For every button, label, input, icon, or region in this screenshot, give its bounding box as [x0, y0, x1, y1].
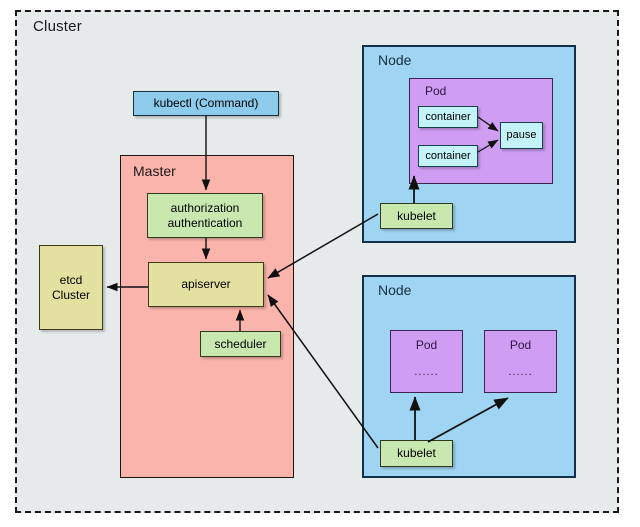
node-2-pod-2: Pod ......: [484, 330, 557, 393]
etcd-label-line-1: etcd: [59, 273, 83, 288]
node-2-label: Node: [378, 282, 412, 298]
node-2-pod-2-label: Pod: [509, 338, 532, 352]
node-1-kubelet: kubelet: [380, 203, 453, 229]
etcd-cluster-box: etcd Cluster: [39, 245, 103, 330]
etcd-label-line-2: Cluster: [51, 287, 90, 302]
node-1-pod-container-1: container: [418, 106, 478, 128]
node-2-pod-1-detail: ......: [414, 366, 439, 379]
authentication-label: authentication: [167, 215, 243, 230]
node-1-pod-container-2: container: [418, 145, 478, 167]
master-label: Master: [133, 163, 176, 179]
scheduler-box: scheduler: [200, 331, 281, 357]
cluster-label: Cluster: [33, 18, 82, 35]
node-1-pod-pause-container: pause: [500, 122, 543, 149]
apiserver-box: apiserver: [148, 262, 264, 307]
node-2-pod-1-label: Pod: [415, 338, 438, 352]
node-2-pod-2-detail: ......: [508, 366, 533, 379]
authorization-authentication-box: authorization authentication: [147, 193, 263, 238]
kubectl-command-box: kubectl (Command): [133, 91, 279, 116]
node-1-pod-label: Pod: [425, 84, 447, 98]
node-1-label: Node: [378, 52, 412, 68]
node-2-pod-1: Pod ......: [390, 330, 463, 393]
node-2-kubelet: kubelet: [380, 440, 453, 467]
authorization-label: authorization: [170, 201, 240, 216]
